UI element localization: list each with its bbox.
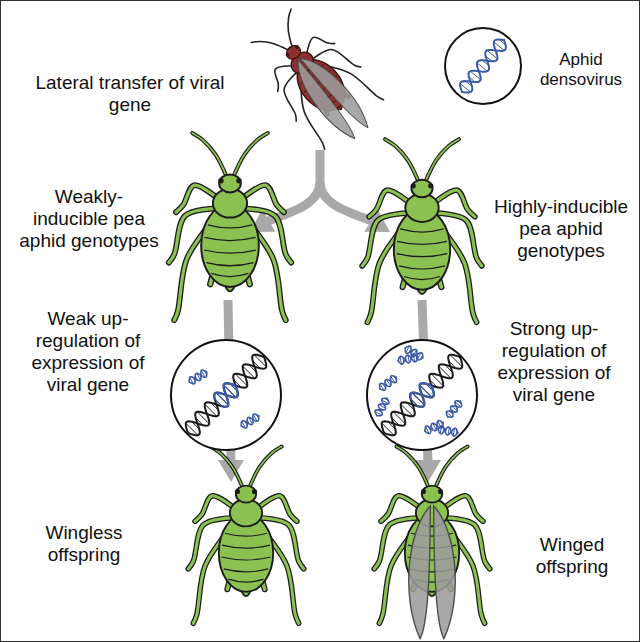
segment-line [404, 276, 440, 279]
dna-strand [186, 357, 267, 433]
figure-label: Aphid densovirus [528, 50, 634, 89]
wing [286, 60, 360, 144]
antenna [192, 133, 226, 176]
antenna [234, 133, 268, 176]
eye [218, 178, 223, 183]
antenna [385, 139, 418, 181]
dna-strand [446, 401, 460, 417]
head [411, 180, 432, 198]
dna-strand [405, 348, 422, 360]
eye [438, 489, 443, 494]
antenna [192, 133, 226, 176]
aphid-figure [169, 133, 291, 320]
segment-line [206, 263, 253, 266]
dna-strand [241, 414, 258, 426]
antenna [396, 447, 428, 488]
dna-strand [222, 383, 234, 407]
aphid-figure [362, 139, 482, 322]
eye [235, 489, 240, 494]
dna-strand [418, 383, 430, 407]
segment-line [397, 241, 447, 244]
wing [409, 506, 431, 639]
eye [421, 489, 426, 494]
split-arrow [320, 182, 372, 221]
segment-line [225, 533, 267, 536]
antenna [435, 447, 467, 488]
eye [294, 44, 299, 49]
dna-strand [382, 357, 463, 433]
segment-line [211, 273, 248, 276]
circle-outline [367, 340, 477, 450]
wing [434, 506, 456, 639]
figure-label: Weakly-inducible pea aphid genotypes [18, 186, 160, 252]
aphid-figure [374, 447, 490, 639]
antenna [426, 139, 459, 181]
segment-line [228, 579, 263, 582]
segment-line [400, 229, 443, 232]
segment-line [397, 254, 448, 257]
figure-label: Weak up-regulation of expression of vira… [20, 308, 156, 395]
circle-outline [171, 340, 281, 450]
dna-strand [462, 40, 506, 93]
dna-strand [189, 370, 206, 382]
dna-strand [405, 346, 422, 358]
circle-outline [445, 28, 521, 104]
dna-strand [380, 376, 397, 389]
eye [236, 178, 241, 183]
dna-strand [377, 398, 389, 415]
dna-strand [438, 426, 458, 435]
antenna [385, 139, 418, 181]
dna-strand [460, 39, 504, 92]
eye [428, 183, 433, 188]
figure-label: Lateral transfer of viral gene [28, 72, 232, 116]
dna-strand [375, 398, 387, 415]
antenna [210, 447, 242, 488]
segment-line [399, 266, 445, 269]
segment-line [204, 250, 256, 253]
figure-label: Strong up-regulation of expression of vi… [484, 318, 624, 405]
figure-label: Highly-inducible pea aphid genotypes [490, 196, 632, 262]
antenna [234, 133, 268, 176]
head [236, 486, 256, 503]
head [219, 174, 241, 192]
genome-circle [367, 340, 477, 450]
dna-strand [425, 423, 443, 434]
antenna [273, 9, 310, 47]
antenna [210, 447, 242, 488]
segment-line [222, 545, 270, 548]
split-arrow [268, 150, 320, 221]
eye [285, 52, 290, 57]
head [422, 486, 442, 503]
aphid-figure [188, 447, 304, 624]
segment-line [208, 225, 252, 228]
dna-strand [189, 372, 206, 384]
dna-rung [411, 399, 418, 406]
figure-label: Winged offspring [512, 534, 632, 578]
antenna [249, 447, 281, 488]
segment-line [222, 557, 271, 560]
eye [411, 183, 416, 188]
virus-circle [445, 28, 521, 104]
antenna [396, 447, 428, 488]
figure-label: Wingless offspring [14, 522, 154, 566]
genome-circle [171, 340, 281, 450]
antenna [435, 447, 467, 488]
antenna [249, 447, 281, 488]
dna-strand [241, 416, 258, 428]
dna-rung [215, 399, 222, 406]
segment-line [224, 569, 268, 572]
antenna [426, 139, 459, 181]
eye [252, 489, 257, 494]
segment-line [204, 237, 255, 240]
antenna [251, 27, 288, 65]
